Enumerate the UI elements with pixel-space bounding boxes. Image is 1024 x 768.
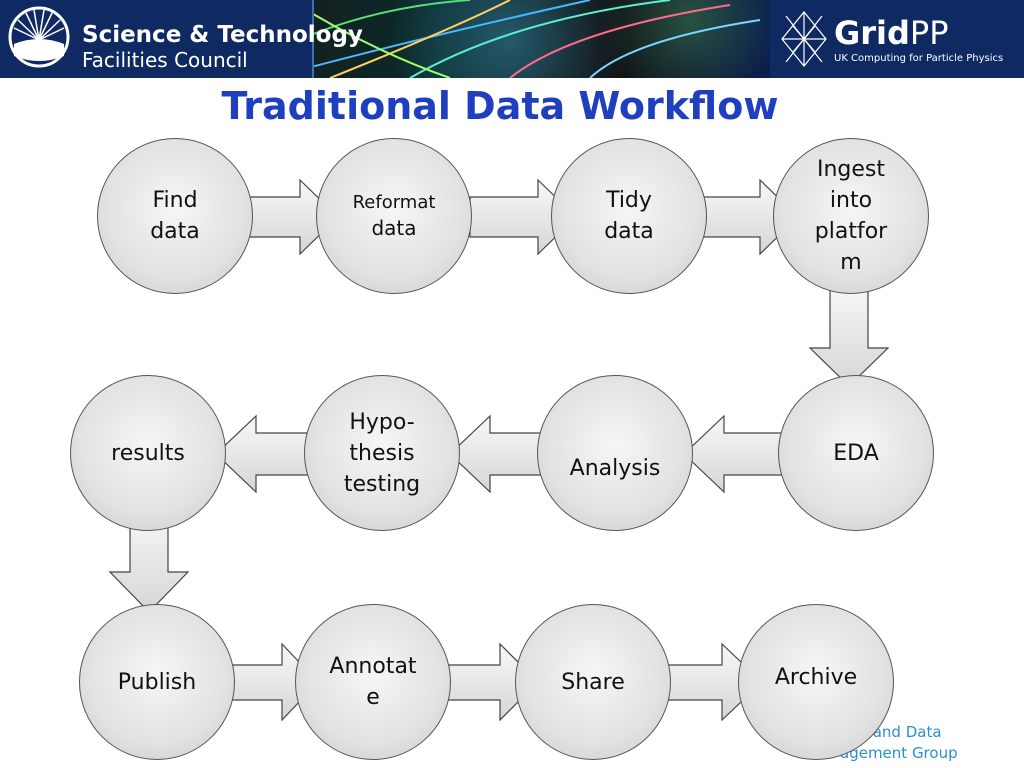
node-analysis: Analysis [537,375,693,531]
arrow-hypo-to-results [215,414,319,494]
node-results: results [70,375,226,531]
node-share: Share [515,604,671,760]
gridpp-tagline: UK Computing for Particle Physics [834,53,1004,64]
node-find-data: Find data [97,138,253,294]
node-reformat-label-top: Reformat [352,192,436,213]
gridpp-grid-icon [781,11,827,67]
node-eda: EDA [778,375,934,531]
node-tidy-data: Tidy data [551,138,707,294]
node-ingest-platform: Ingest into platfor m [773,138,929,294]
header-banner: Science & Technology Facilities Council … [0,0,1024,78]
node-share-label: Share [561,669,625,695]
node-archive: Archive [738,604,894,760]
node-reformat-data: Reformat data [316,138,472,294]
node-results-label: results [111,440,185,466]
arrow-eda-to-analysis [683,414,787,494]
node-reformat-label-bottom: data [371,216,417,240]
slide-title: Traditional Data Workflow [221,84,779,128]
stfc-sun-icon [8,6,70,68]
gridpp-name: GridPP [834,14,949,52]
node-hypothesis-label: Hypo- thesis testing [343,409,421,497]
node-find-data-label: Find data [150,188,200,244]
node-archive-label: Archive [774,664,858,690]
stfc-logo-line2: Facilities Council [82,48,248,72]
gridpp-logo: GridPP UK Computing for Particle Physics [770,0,1024,78]
node-ingest-label: Ingest into platfor m [814,157,888,275]
node-analysis-label: Analysis [569,455,661,481]
node-publish: Publish [79,604,235,760]
node-eda-label: EDA [833,440,879,466]
node-annotate-label: Annotat e [329,654,417,710]
node-tidy-data-label: Tidy data [604,188,654,244]
arrow-ingest-to-eda [808,281,890,387]
node-hypothesis-testing: Hypo- thesis testing [304,375,460,531]
node-annotate: Annotat e [295,604,451,760]
gridpp-name-bold: Grid [834,14,910,52]
gridpp-name-light: PP [909,14,949,52]
stfc-logo-line1: Science & Technology [82,22,363,48]
footer-line2: agement Group [840,744,958,762]
node-publish-label: Publish [117,669,197,695]
stfc-logo: Science & Technology Facilities Council [0,0,363,78]
